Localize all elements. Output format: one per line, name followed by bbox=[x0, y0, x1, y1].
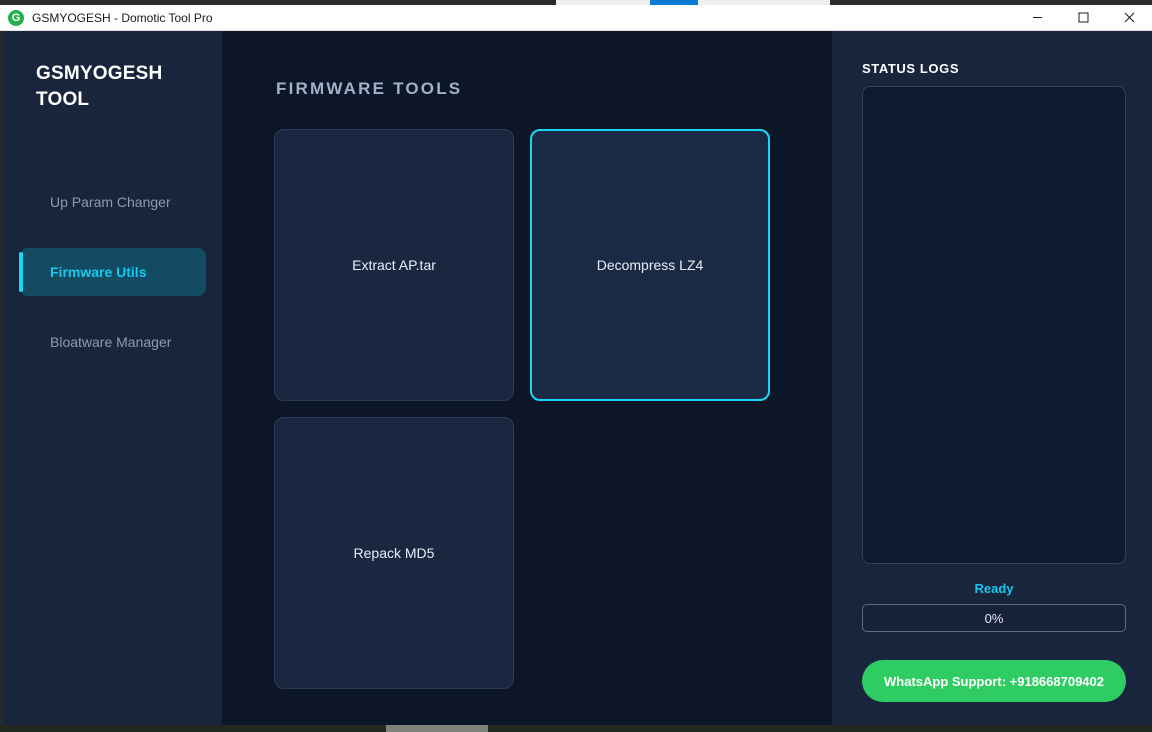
background-window-gray-segment bbox=[386, 725, 488, 732]
sidebar-brand: GSMYOGESH TOOL bbox=[36, 63, 163, 110]
page-title: FIRMWARE TOOLS bbox=[276, 79, 463, 98]
progress-bar: 0% bbox=[862, 604, 1126, 632]
progress-bar-label: 0% bbox=[984, 610, 1004, 626]
background-window-bottom-strip bbox=[0, 725, 1152, 732]
tool-card-extract-ap-tar[interactable]: Extract AP.tar bbox=[274, 129, 514, 401]
sidebar-item-label: Bloatware Manager bbox=[50, 334, 172, 351]
sidebar-item-label: Firmware Utils bbox=[50, 264, 147, 281]
maximize-icon[interactable] bbox=[1060, 5, 1106, 31]
whatsapp-support-label: WhatsApp Support: +918668709402 bbox=[884, 673, 1104, 689]
close-icon[interactable] bbox=[1106, 5, 1152, 31]
title-bar[interactable]: G GSMYOGESH - Domotic Tool Pro bbox=[0, 5, 1152, 31]
sidebar-item-label: Up Param Changer bbox=[50, 194, 171, 211]
background-window-accent-segment bbox=[650, 0, 698, 5]
sidebar: GSMYOGESH TOOL Up Param Changer Firmware… bbox=[4, 31, 222, 725]
tool-card-label: Decompress LZ4 bbox=[596, 257, 704, 273]
sidebar-item-firmware-utils[interactable]: Firmware Utils bbox=[19, 248, 206, 297]
sidebar-nav: Up Param Changer Firmware Utils Bloatwar… bbox=[4, 178, 222, 366]
tool-card-repack-md5[interactable]: Repack MD5 bbox=[274, 417, 514, 689]
sidebar-item-bloatware-manager[interactable]: Bloatware Manager bbox=[20, 318, 206, 366]
status-panel: STATUS LOGS Ready 0% WhatsApp Support: +… bbox=[832, 31, 1152, 725]
background-window-top-strip bbox=[0, 0, 1152, 5]
tool-card-label: Repack MD5 bbox=[353, 545, 435, 561]
whatsapp-support-button[interactable]: WhatsApp Support: +918668709402 bbox=[862, 660, 1126, 702]
main-content: FIRMWARE TOOLS Extract AP.tar Decompress… bbox=[222, 31, 832, 725]
background-window-left-edge bbox=[0, 30, 4, 725]
sidebar-item-up-param-changer[interactable]: Up Param Changer bbox=[20, 178, 206, 226]
status-logs-title: STATUS LOGS bbox=[862, 61, 960, 76]
status-logs-textarea[interactable] bbox=[862, 86, 1126, 564]
tool-card-label: Extract AP.tar bbox=[352, 257, 436, 273]
window-body: GSMYOGESH TOOL Up Param Changer Firmware… bbox=[4, 31, 1152, 725]
status-text: Ready bbox=[974, 581, 1014, 596]
window-title: GSMYOGESH - Domotic Tool Pro bbox=[32, 10, 213, 25]
tool-card-grid: Extract AP.tar Decompress LZ4 Repack MD5 bbox=[274, 129, 786, 689]
minimize-icon[interactable] bbox=[1014, 5, 1060, 31]
window-controls bbox=[1014, 5, 1152, 31]
tool-card-decompress-lz4[interactable]: Decompress LZ4 bbox=[530, 129, 770, 401]
app-logo-g-icon: G bbox=[8, 9, 24, 26]
